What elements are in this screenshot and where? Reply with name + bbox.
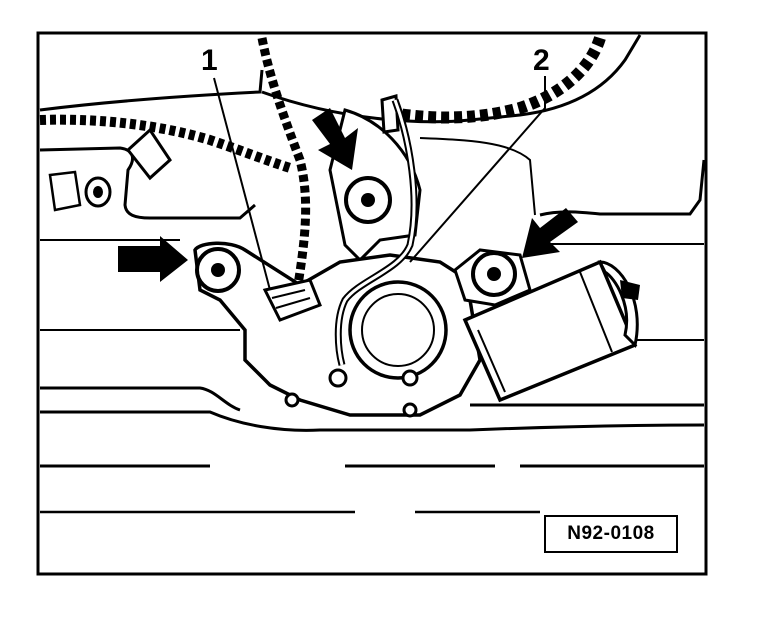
cowl-edge	[40, 386, 704, 412]
cowl-bottom	[40, 410, 705, 432]
bracket-hole-inner	[93, 186, 103, 198]
callout-1: 1	[201, 44, 218, 77]
callout-2: 2	[533, 44, 550, 77]
figure-reference-box: N92-0108	[544, 515, 678, 553]
gear-housing-inner	[361, 293, 435, 367]
bracket-clip	[48, 170, 82, 212]
arrow-upper-mount	[312, 108, 358, 170]
right-panel-edge	[539, 159, 706, 217]
electric-motor-endcap	[597, 260, 639, 348]
cable-connector	[125, 127, 172, 181]
washer-hose-core	[336, 99, 416, 366]
arrow-right-mount	[522, 208, 578, 258]
wiring-harness-left	[39, 114, 292, 173]
left-mount-bolt-center	[211, 263, 225, 277]
panel-inner-line	[419, 137, 536, 216]
electric-motor-band	[477, 271, 613, 393]
figure-reference-label: N92-0108	[567, 523, 655, 544]
plate-bolt-left	[328, 368, 348, 388]
cowl-upper-line	[40, 239, 704, 245]
plate-bolt-bottom	[402, 402, 418, 418]
upper-mount-bolt-center	[361, 193, 375, 207]
upper-hose	[383, 35, 606, 124]
connector-block	[262, 278, 322, 322]
motor-terminal	[620, 280, 640, 300]
right-mount-bolt-center	[487, 267, 501, 281]
connector-detail	[271, 289, 311, 309]
plate-bolt-lower-left	[284, 392, 300, 408]
plate-bolt-right	[401, 369, 419, 387]
arrow-left-mount	[118, 236, 188, 282]
leader-line-2	[409, 76, 546, 263]
leader-line-1	[213, 77, 271, 291]
vertical-cable	[257, 37, 311, 286]
